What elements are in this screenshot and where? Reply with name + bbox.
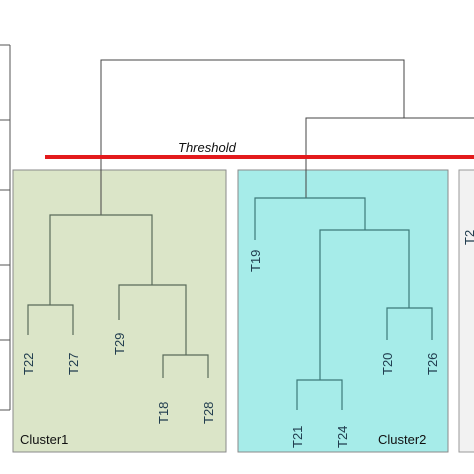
threshold-label: Threshold: [178, 140, 237, 155]
cluster2-box: [237, 169, 449, 453]
cluster1-tree: [27, 214, 209, 378]
leaf-label-t20: T20: [380, 353, 395, 375]
leaf-label-t19: T19: [248, 250, 263, 272]
leaf-label-t18: T18: [156, 402, 171, 424]
cluster1-label: Cluster1: [20, 432, 68, 447]
left-partial-panel: [0, 44, 11, 411]
cluster2-label: Cluster2: [378, 432, 426, 447]
leaf-label-t21: T21: [290, 426, 305, 448]
leaf-label-t26: T26: [425, 353, 440, 375]
leaf-label-t24: T24: [335, 426, 350, 448]
leaf-label-partial: T2: [462, 230, 474, 245]
cluster2-tree: [254, 197, 433, 410]
leaf-label-t29: T29: [112, 333, 127, 355]
leaf-label-t27: T27: [66, 353, 81, 375]
cluster3-box-partial: [458, 169, 474, 453]
top-branches: [100, 59, 474, 215]
leaf-label-t22: T22: [21, 353, 36, 375]
leaf-label-t28: T28: [201, 402, 216, 424]
